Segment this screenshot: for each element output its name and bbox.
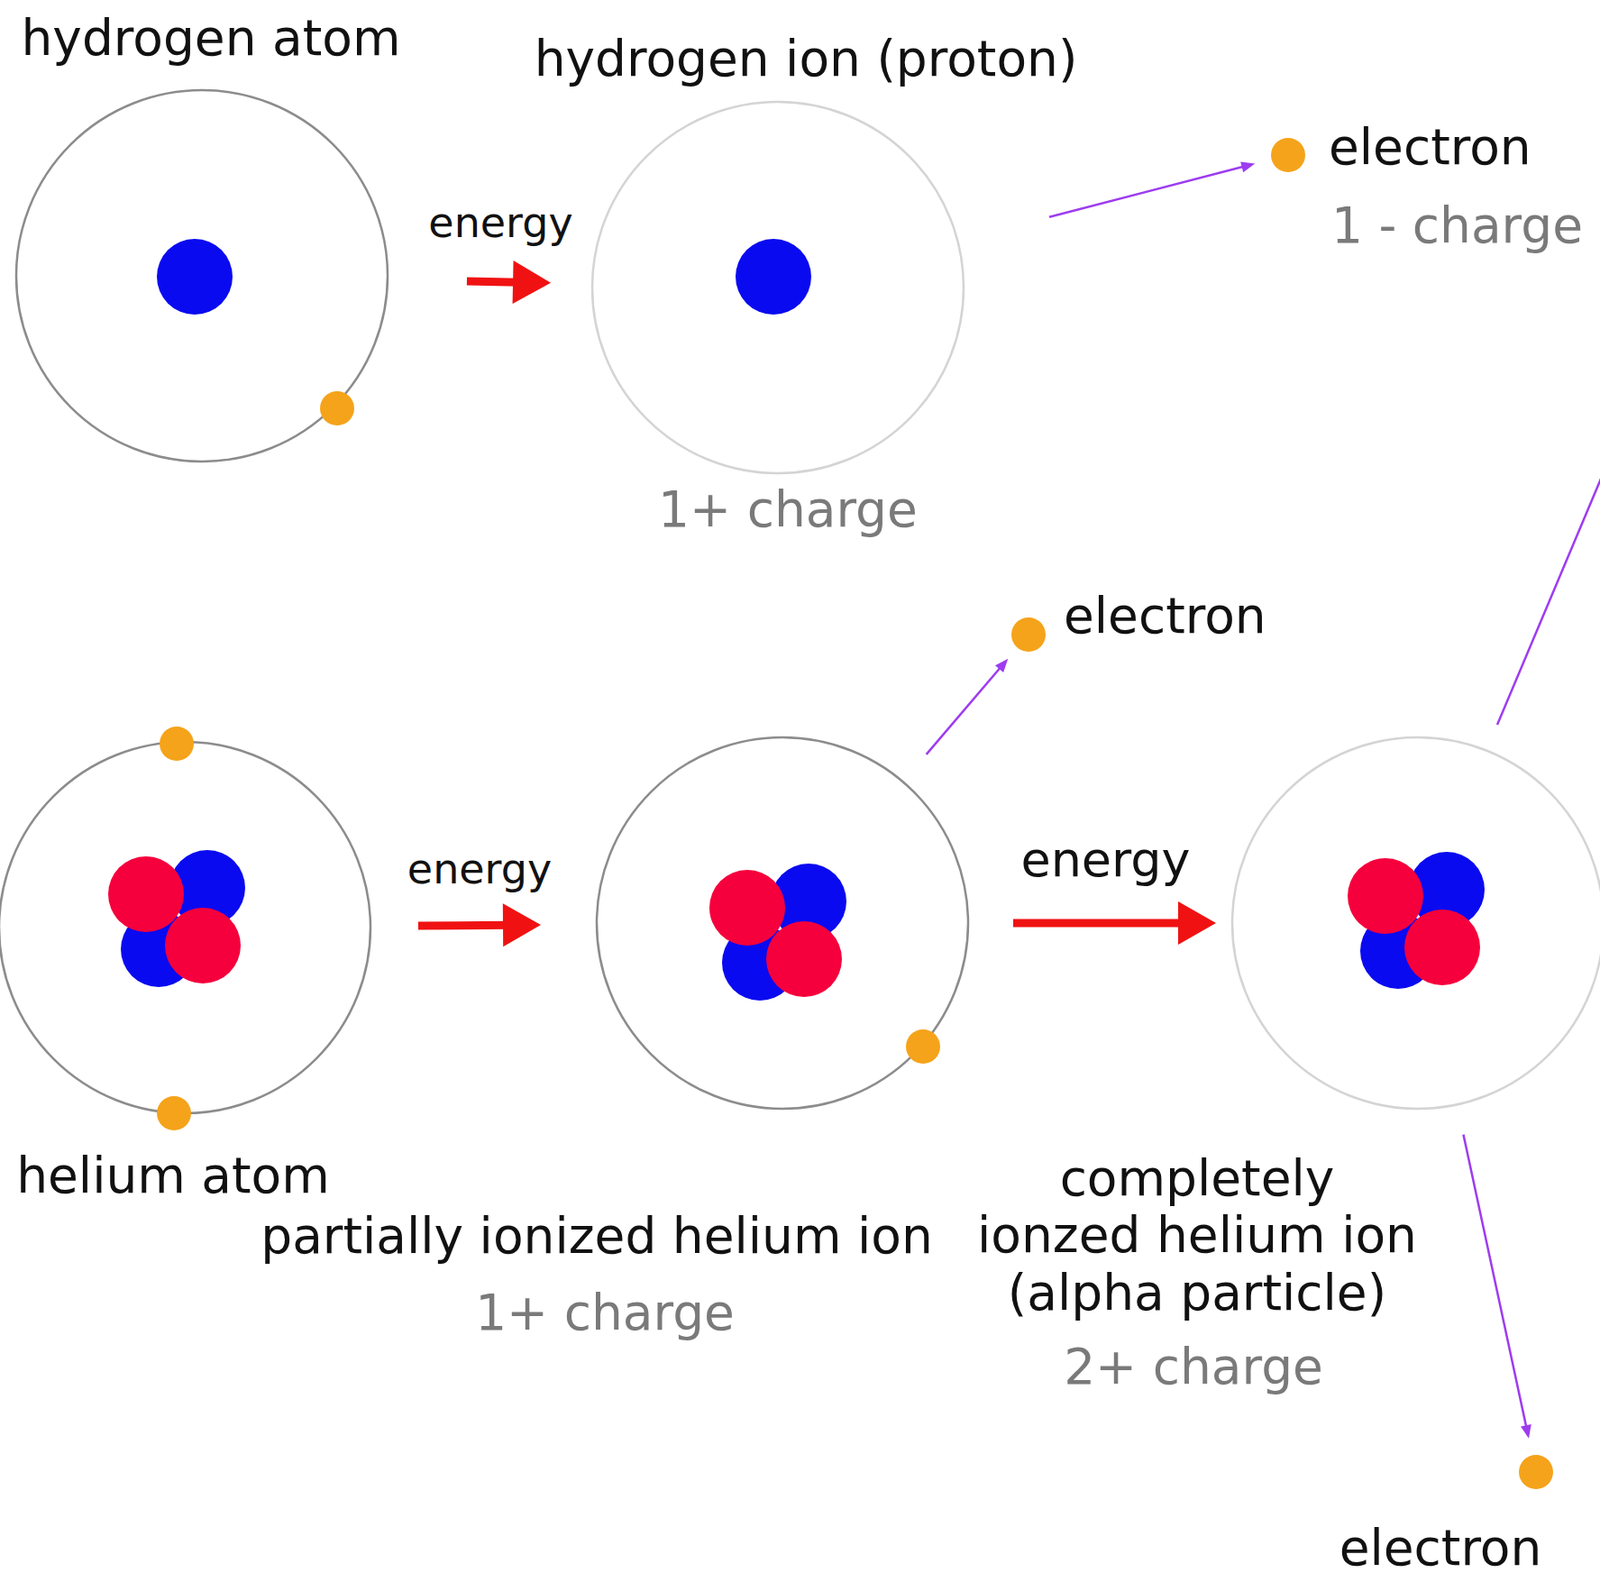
orbit-ring xyxy=(592,101,964,474)
charge-label: 2+ charge xyxy=(1063,1338,1324,1396)
text-holder: energy xyxy=(428,199,573,247)
text-holder: 1+ charge xyxy=(475,1284,735,1342)
node-outline xyxy=(592,101,964,474)
electron-dot xyxy=(1518,1454,1554,1490)
proton xyxy=(735,238,812,315)
node-outline xyxy=(1270,137,1306,173)
charge-label: 1 - charge xyxy=(1331,197,1583,255)
text-holder: electron xyxy=(1328,118,1532,176)
electron-dot xyxy=(905,1029,941,1064)
arrow-shaft xyxy=(418,921,511,931)
ion-label: completely ionzed helium ion (alpha part… xyxy=(962,1150,1432,1322)
arrow-shaft xyxy=(1049,166,1245,218)
electron-dot xyxy=(1011,617,1046,652)
arrow-head xyxy=(1240,162,1255,174)
nucleon-red xyxy=(164,907,241,984)
atom-label: helium atom xyxy=(16,1147,330,1205)
arrow-shaft xyxy=(1462,1134,1527,1428)
free-electron: electron xyxy=(1011,617,1046,652)
emission-arrow xyxy=(1462,1134,1531,1439)
node-outline xyxy=(1518,1454,1554,1490)
alpha-particle: completely ionzed helium ion (alpha part… xyxy=(1232,737,1600,1109)
node-outline xyxy=(596,737,969,1109)
emission-arrow xyxy=(1049,162,1255,218)
energy-label: energy xyxy=(1020,832,1190,888)
text-holder: 2+ charge xyxy=(1063,1338,1324,1396)
node-outline xyxy=(1011,617,1046,652)
electron-dot xyxy=(159,726,194,761)
electron-dot xyxy=(156,1096,192,1131)
hydrogen-atom: hydrogen atom xyxy=(16,90,388,462)
atom-label: hydrogen atom xyxy=(21,9,402,67)
arrow-shaft xyxy=(926,667,1002,755)
nucleon-red xyxy=(1404,909,1481,986)
charge-label: 1+ charge xyxy=(475,1284,735,1342)
emission-arrow xyxy=(926,658,1009,755)
free-electron: electron1 - charge xyxy=(1270,137,1306,173)
node-outline xyxy=(0,741,371,1114)
electron-label: electron xyxy=(1328,118,1532,176)
nucleon-red xyxy=(1347,858,1424,934)
arrow-head xyxy=(1520,1424,1532,1439)
arrow-head xyxy=(995,658,1008,673)
electron-label: electron xyxy=(1063,587,1267,645)
proton xyxy=(156,238,233,315)
energy-label: energy xyxy=(428,199,573,247)
orbit-ring xyxy=(0,741,371,1114)
node-outline xyxy=(16,90,388,462)
arrow-shaft xyxy=(1013,919,1186,928)
text-holder: hydrogen atom xyxy=(21,9,402,67)
text-holder: 1+ charge xyxy=(658,481,918,539)
electron-dot xyxy=(1270,137,1306,173)
orbit-ring xyxy=(16,90,388,462)
arrow-head xyxy=(502,903,541,947)
charge-label: 1+ charge xyxy=(658,481,918,539)
arrow-head xyxy=(1178,901,1216,945)
node-outline xyxy=(1232,737,1600,1109)
text-holder: completely ionzed helium ion (alpha part… xyxy=(962,1150,1432,1322)
orbit-ring xyxy=(1232,737,1600,1109)
hydrogen-ion: hydrogen ion (proton)1+ charge xyxy=(592,101,964,474)
energy-arrow xyxy=(1013,901,1216,945)
text-holder: hydrogen ion (proton) xyxy=(534,30,1079,88)
text-holder: partially ionized helium ion xyxy=(260,1207,933,1265)
text-holder: energy xyxy=(407,845,552,894)
text-holder: energy xyxy=(1020,832,1190,888)
helium-atom: helium atom xyxy=(0,741,371,1114)
nucleon-red xyxy=(709,869,786,946)
arrow-shaft xyxy=(466,281,522,283)
nucleon-red xyxy=(108,856,184,933)
partial-helium-ion: partially ionized helium ion1+ charge xyxy=(596,737,969,1109)
text-holder: helium atom xyxy=(16,1147,330,1205)
text-holder: electron xyxy=(1339,1519,1543,1577)
energy-arrow xyxy=(418,903,541,947)
energy-arrow xyxy=(466,260,551,304)
nucleon-red xyxy=(766,921,842,997)
ion-label: hydrogen ion (proton) xyxy=(534,30,1079,88)
electron-dot xyxy=(320,391,355,426)
text-holder: 1 - charge xyxy=(1331,197,1583,255)
text-holder: electron xyxy=(1063,587,1267,645)
orbit-ring xyxy=(596,737,969,1109)
electron-label: electron xyxy=(1339,1519,1543,1577)
arrow-head xyxy=(512,260,551,304)
ion-label: partially ionized helium ion xyxy=(260,1207,933,1265)
energy-label: energy xyxy=(407,845,552,894)
free-electron: electron xyxy=(1518,1454,1554,1490)
electron-trail xyxy=(1497,448,1600,725)
